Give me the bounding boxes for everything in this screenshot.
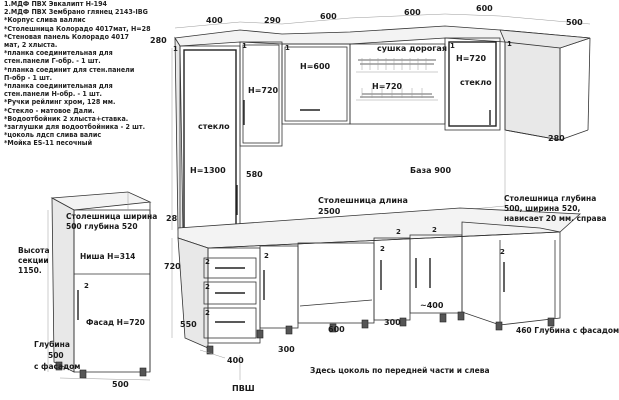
tall-glass-cabinet (179, 45, 241, 233)
side-height-line2: секции (18, 256, 49, 265)
spec-line: 1.МДФ ПВХ Эвкалипт Н-194 (4, 0, 107, 8)
num-1: 1 (242, 42, 247, 50)
dim-500-side: 500 (112, 380, 129, 389)
num-1: 1 (450, 42, 455, 50)
drawer-2 (203, 281, 257, 305)
drawer-1 (203, 257, 257, 279)
num-2: 2 (380, 245, 385, 253)
depth-line1: Глубина (34, 340, 70, 349)
dim-28: 28 (166, 214, 178, 223)
depth-line2: 500 (48, 351, 64, 360)
base-900: База 900 (410, 166, 452, 175)
glass-door-frame (183, 49, 237, 229)
side-height-line1: Высота (18, 246, 50, 255)
depth-line3: с фасадом (34, 362, 81, 371)
spec-line: *заглушки для водоотбойника - 2 шт. (4, 122, 146, 132)
dryer-rack (361, 58, 427, 98)
dim-280-right: 280 (548, 134, 565, 143)
spec-line: *планка соединит для стен.панели (4, 64, 135, 74)
height-720-right: Н=720 (456, 54, 487, 63)
dim-600-bottom: 600 (328, 325, 345, 334)
pvsh-label: ПВШ (232, 384, 255, 393)
spec-line: П-обр - 1 шт. (4, 72, 53, 82)
glass-right-label: стекло (460, 78, 492, 87)
corner-base-cabinet (461, 221, 561, 326)
dim-580: 580 (246, 170, 263, 179)
plinth-note: Здесь цоколь по передней части и слева (310, 366, 490, 375)
worktop-length-value: 2500 (318, 207, 341, 216)
drawer-unit (207, 247, 261, 344)
dim-top-600b: 600 (404, 8, 421, 17)
spec-line: *Стеновая панель Колорадо 4017 (4, 31, 129, 41)
spec-line: *Стекло - матовое Дали. (4, 105, 95, 115)
dim-top-400: 400 (206, 16, 223, 25)
spec-line: стен.панели Н-обр. - 1 шт. (4, 89, 102, 99)
num-2: 2 (500, 248, 505, 256)
num-2: 2 (264, 252, 269, 260)
spec-list: 1.МДФ ПВХ Эвкалипт Н-194 2.МДФ ПВХ Зембр… (4, 0, 204, 148)
dim-460: 460 Глубина с фасадом (516, 326, 619, 335)
spec-line: *Водоотбойник 2 хлыста+ставка. (4, 113, 129, 123)
num-2: 2 (396, 228, 401, 236)
dim-400-bottom: 400 (227, 356, 244, 365)
num-2: 2 (432, 226, 437, 234)
dim-top-600a: 600 (320, 12, 337, 21)
facade-label: Фасад Н=720 (86, 318, 145, 327)
upper-cabinet-600 (281, 43, 351, 125)
num-1: 1 (285, 44, 290, 52)
side-worktop-line1: Столешница ширина (66, 212, 158, 221)
niche-label: Ниша Н=314 (80, 252, 136, 261)
spec-line: мат, 2 хлыста. (4, 40, 58, 50)
dryer-label: сушка дорогая (377, 44, 447, 53)
num-2: 2 (84, 282, 89, 290)
dim-300b: 300 (384, 318, 401, 327)
right-glass-door (448, 41, 497, 127)
height-720-mid: Н=720 (372, 82, 403, 91)
side-section-front (73, 209, 151, 373)
upper-door-600 (284, 46, 348, 122)
spec-line: стен.панели Г-обр. - 1 шт. (4, 56, 101, 66)
worktop-right-line1: Столешница глубина (504, 194, 597, 203)
spec-line: *Корпус слива валлис (4, 15, 86, 25)
dim-400-right: ~400 (420, 301, 444, 310)
num-2: 2 (205, 283, 210, 291)
dim-280-left: 280 (150, 36, 167, 45)
dim-720-left: 720 (164, 262, 181, 271)
dim-300a: 300 (278, 345, 295, 354)
worktop-length-title: Столешница длина (318, 196, 408, 205)
dim-550: 550 (180, 320, 197, 329)
kitchen-drawing: 1.МДФ ПВХ Эвкалипт Н-194 2.МДФ ПВХ Зембр… (4, 0, 619, 393)
dim-top-500: 500 (566, 18, 583, 27)
left-side-panel (174, 36, 184, 236)
dim-top-290: 290 (264, 16, 281, 25)
spec-line: *Столешница Колорадо 4017мат, Н=28 (4, 23, 151, 33)
spec-line: *планка соединительная для (4, 81, 113, 91)
right-glass-cabinet (444, 37, 501, 131)
height-1300: Н=1300 (190, 166, 226, 175)
legs (206, 311, 555, 355)
side-height-line3: 1150. (18, 266, 42, 275)
dim-top-600c: 600 (476, 4, 493, 13)
num-1: 1 (507, 40, 512, 48)
base-side-panel (177, 237, 209, 349)
spec-line: 2.МДФ ПВХ Зембрано глянец 2143-IBG (4, 7, 148, 17)
height-600: Н=600 (300, 62, 331, 71)
drawer-3 (203, 307, 257, 339)
spec-line: *цоколь лдсп слива валис (4, 130, 102, 140)
side-worktop-line2: 500 глубина 520 (66, 222, 138, 231)
spec-line: *Мойка ES-11 песочный (4, 138, 93, 148)
worktop-right-line2: 500, ширина 520, (504, 204, 581, 213)
height-720-left: Н=720 (248, 86, 279, 95)
sink-cabinet (297, 242, 375, 324)
num-2: 2 (205, 258, 210, 266)
num-1: 1 (173, 45, 178, 53)
cabinet-drawing (47, 13, 591, 381)
worktop-right-line3: нависает 20 мм. справа (504, 214, 607, 223)
glass-left-label: стекло (198, 122, 230, 131)
dimension-lines (47, 13, 591, 381)
spec-line: *Ручки рейлинг хром, 128 мм. (4, 97, 116, 107)
num-2: 2 (205, 309, 210, 317)
upper-door-290 (242, 44, 280, 144)
spec-line: *планка соединительная для (4, 48, 113, 58)
